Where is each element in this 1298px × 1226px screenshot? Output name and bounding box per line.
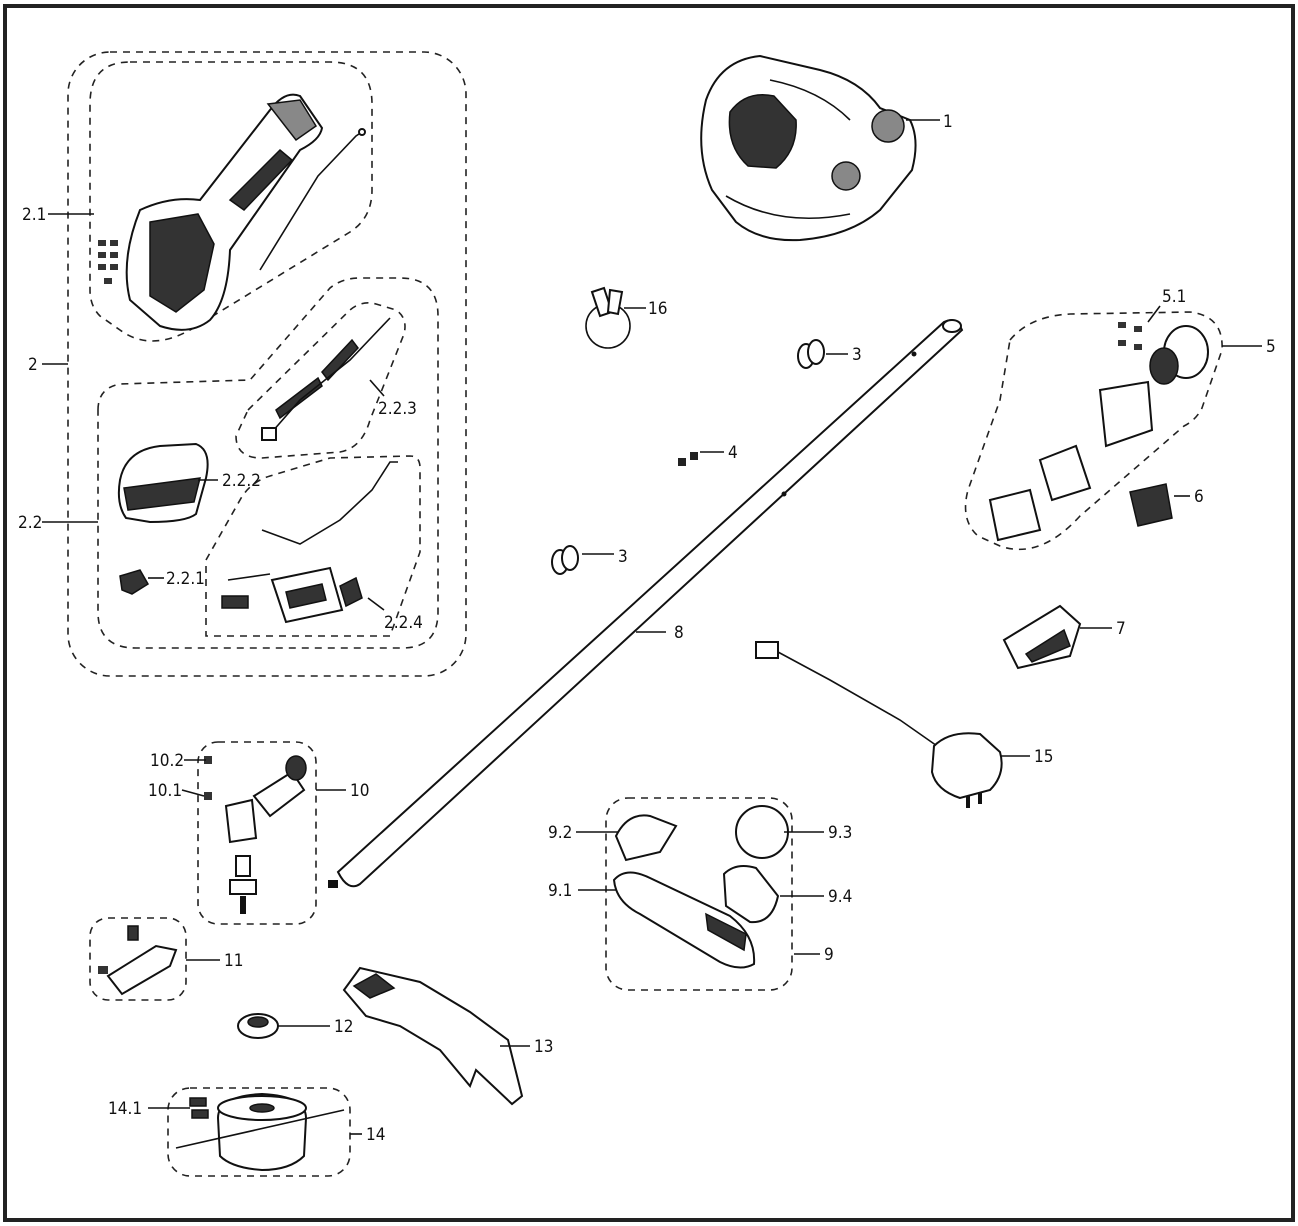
carbon-brush-icon (1129, 483, 1173, 527)
callout-14-1: 14.1 (108, 1099, 142, 1119)
group-9-outline (605, 797, 793, 991)
callout-5-1: 5.1 (1162, 287, 1186, 307)
callout-2-2-1: 2.2.1 (166, 569, 205, 589)
callout-9-1: 9.1 (548, 881, 572, 901)
switch-icon (119, 569, 150, 595)
group-2-2-3-outline (235, 302, 406, 459)
callout-9-4: 9.4 (828, 887, 852, 907)
wire-harness-icon (261, 317, 391, 441)
callout-9: 9 (824, 945, 834, 965)
callout-2-2-3: 2.2.3 (378, 399, 417, 419)
motor-assembly-icon (988, 322, 1209, 542)
callout-6: 6 (1194, 487, 1204, 507)
circuit-board-icon (221, 461, 398, 624)
screw-icon (678, 452, 698, 466)
callout-4: 4 (728, 443, 738, 463)
group-11-outline (89, 917, 187, 1001)
group-14-outline (167, 1087, 351, 1177)
callout-2-2-2: 2.2.2 (222, 471, 261, 491)
callout-16: 16 (648, 299, 667, 319)
callout-10-1: 10.1 (148, 781, 182, 801)
callout-11: 11 (224, 951, 243, 971)
group-2-outline (67, 51, 467, 677)
callout-14: 14 (366, 1125, 385, 1145)
callout-10: 10 (350, 781, 369, 801)
handle-assembly-icon (612, 805, 789, 969)
housing-half-icon (98, 93, 366, 331)
nut-icon (237, 1013, 279, 1039)
callout-10-2: 10.2 (150, 751, 184, 771)
callout-2: 2 (28, 355, 38, 375)
engine-motor-unit-icon (700, 54, 917, 242)
callout-2-2: 2.2 (18, 513, 42, 533)
cable-clip-icon (585, 286, 631, 349)
battery-terminal-icon (1002, 604, 1082, 670)
callout-12: 12 (334, 1017, 353, 1037)
callout-15: 15 (1034, 747, 1053, 767)
bracket-icon (98, 925, 178, 996)
foam-grip-icon-lower (551, 545, 579, 575)
callout-1: 1 (943, 112, 953, 132)
trimmer-head-spool-icon (175, 1092, 345, 1172)
callout-3-lower: 3 (618, 547, 628, 567)
callout-2-1: 2.1 (22, 205, 46, 225)
diagram-frame (3, 4, 1295, 1222)
callout-9-2: 9.2 (548, 823, 572, 843)
callout-2-2-4: 2.2.4 (384, 613, 423, 633)
group-2-2-4-outline (205, 455, 421, 637)
callout-5: 5 (1266, 337, 1276, 357)
leader-lines (42, 119, 1262, 1135)
group-2-1-outline (89, 61, 373, 342)
group-5-outline (964, 311, 1223, 551)
group-10-outline (197, 741, 317, 925)
battery-pack-icon (117, 442, 209, 524)
callout-13: 13 (534, 1037, 553, 1057)
callout-7: 7 (1116, 619, 1126, 639)
callout-8: 8 (674, 623, 684, 643)
foam-grip-icon-upper (797, 339, 825, 369)
gearbox-head-icon (204, 755, 307, 914)
charger-icon (755, 641, 1003, 808)
callout-9-3: 9.3 (828, 823, 852, 843)
debris-guard-icon (342, 966, 524, 1106)
callout-3-upper: 3 (852, 345, 862, 365)
shaft-tube-icon (328, 319, 964, 888)
